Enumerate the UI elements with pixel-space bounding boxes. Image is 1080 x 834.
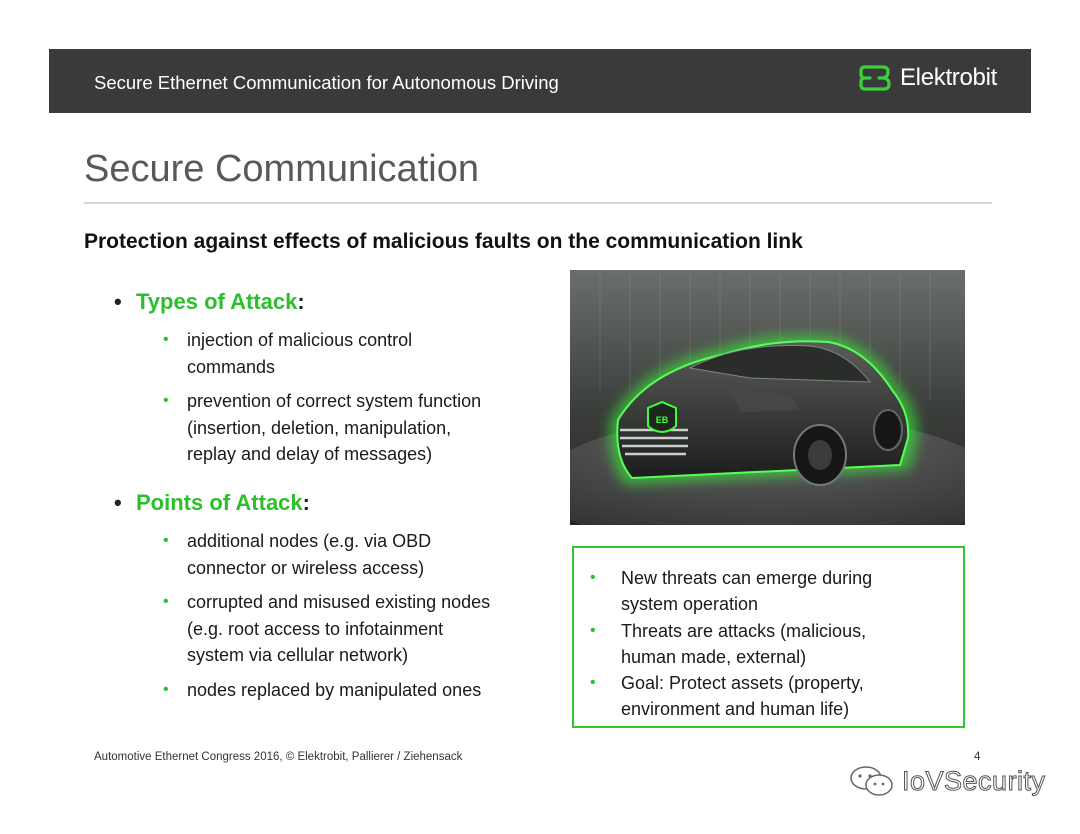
threats-callout-box: • New threats can emerge during system o… (572, 546, 965, 728)
slide-subtitle: Protection against effects of malicious … (84, 230, 803, 253)
list-item: • prevention of correct system function … (163, 388, 543, 468)
footer-text: Automotive Ethernet Congress 2016, © Ele… (94, 751, 463, 763)
section-label: Types of Attack (136, 289, 298, 314)
elektrobit-logo-icon (859, 65, 891, 91)
title-divider (84, 202, 992, 204)
brand-logo: Elektrobit (858, 63, 997, 93)
wechat-icon (850, 766, 893, 796)
bullet-icon: • (163, 593, 169, 610)
list-item: • additional nodes (e.g. via OBD connect… (163, 528, 543, 581)
list-item: • nodes replaced by manipulated ones (163, 677, 543, 704)
callout-list: • New threats can emerge during system o… (590, 565, 950, 723)
bullet-icon: • (163, 680, 169, 698)
bullet-icon: • (590, 674, 596, 692)
list-item: • New threats can emerge during system o… (590, 565, 950, 618)
slide-header: Secure Ethernet Communication for Autono… (49, 49, 1031, 113)
list-item: • Threats are attacks (malicious, human … (590, 618, 950, 671)
list-item: • injection of malicious control command… (163, 327, 543, 380)
types-of-attack-list: • injection of malicious control command… (163, 327, 543, 468)
bullet-icon: • (163, 392, 169, 409)
points-of-attack-list: • additional nodes (e.g. via OBD connect… (163, 528, 543, 703)
bullet-icon: • (114, 490, 122, 515)
section-heading-types-of-attack: •Types of Attack: (114, 289, 305, 314)
watermark: IoVSecurity (848, 764, 1046, 798)
brand-name: Elektrobit (899, 64, 997, 91)
list-item: • Goal: Protect assets (property, enviro… (590, 670, 950, 723)
car-shield-logo: EB (656, 415, 669, 425)
header-title: Secure Ethernet Communication for Autono… (94, 72, 559, 93)
watermark-text: IoVSecurity (902, 765, 1046, 796)
bullet-icon: • (163, 532, 169, 549)
page-number: 4 (974, 751, 981, 763)
bullet-icon: • (163, 331, 169, 348)
slide-title: Secure Communication (84, 148, 479, 190)
list-item: • corrupted and misused existing nodes (… (163, 589, 543, 669)
bullet-icon: • (590, 621, 596, 639)
secure-car-image: EB (570, 270, 965, 525)
section-label: Points of Attack (136, 490, 303, 515)
bullet-icon: • (114, 289, 122, 314)
bullet-icon: • (590, 569, 596, 586)
section-heading-points-of-attack: •Points of Attack: (114, 490, 310, 515)
